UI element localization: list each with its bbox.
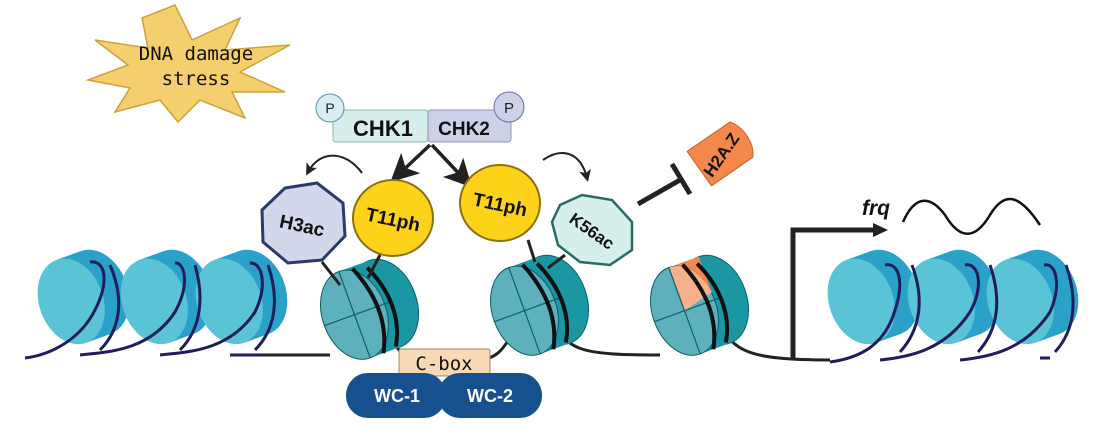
h2az-inhibition bbox=[636, 162, 693, 207]
t11ph-mark-left: T11ph bbox=[352, 179, 434, 257]
arrow-chk-to-t11ph-right bbox=[430, 143, 473, 188]
active-nucleosome-1 bbox=[320, 258, 419, 360]
svg-text:P: P bbox=[504, 100, 514, 117]
compact-nucleosome-group-right bbox=[827, 249, 1079, 364]
signal-arrows bbox=[306, 143, 591, 188]
chk-kinase-complex: CHK1 CHK2 P P bbox=[315, 91, 525, 143]
k56ac-mark: K56ac bbox=[550, 193, 634, 267]
stress-label-line2: stress bbox=[162, 68, 231, 90]
phospho-badge-chk2: P bbox=[493, 91, 525, 123]
wcc-complex: C-box WC-1 WC-2 bbox=[346, 348, 542, 418]
wc2-label: WC-2 bbox=[467, 386, 513, 406]
wc2-pill bbox=[438, 373, 542, 418]
compact-nucleosome bbox=[827, 249, 920, 345]
svg-text:P: P bbox=[325, 100, 334, 116]
frq-gene-label: frq bbox=[862, 197, 890, 220]
chk2-box bbox=[427, 109, 512, 143]
chk2-label: CHK2 bbox=[438, 119, 490, 140]
arrow-t11ph-to-k56ac bbox=[542, 152, 591, 182]
mrna-wave-icon bbox=[901, 197, 1042, 235]
h3ac-mark: H3ac bbox=[260, 181, 347, 265]
wc1-pill bbox=[346, 373, 446, 418]
dna-damage-stress-burst: DNA damage stress bbox=[85, 4, 291, 124]
dna-strand bbox=[24, 260, 276, 360]
transcription-start-arrow bbox=[790, 223, 888, 360]
h2az-nucleosome bbox=[650, 254, 749, 356]
compact-nucleosome bbox=[907, 249, 1000, 345]
dna-strand bbox=[829, 263, 1075, 364]
phospho-badge-chk1: P bbox=[315, 93, 345, 123]
active-nucleosome-2 bbox=[490, 254, 589, 356]
arrow-t11ph-to-h3ac bbox=[306, 154, 363, 176]
stress-label-line1: DNA damage bbox=[139, 43, 253, 65]
compact-nucleosome-group-left bbox=[24, 249, 288, 360]
t11ph-mark-right: T11ph bbox=[459, 164, 541, 242]
cbox-box bbox=[398, 348, 491, 377]
cbox-label: C-box bbox=[415, 353, 472, 375]
chk1-label: CHK1 bbox=[353, 116, 413, 141]
arrow-chk-to-t11ph-left bbox=[390, 143, 432, 183]
wc1-label: WC-1 bbox=[374, 386, 420, 406]
h2az-variant: H2A.Z bbox=[686, 121, 754, 187]
